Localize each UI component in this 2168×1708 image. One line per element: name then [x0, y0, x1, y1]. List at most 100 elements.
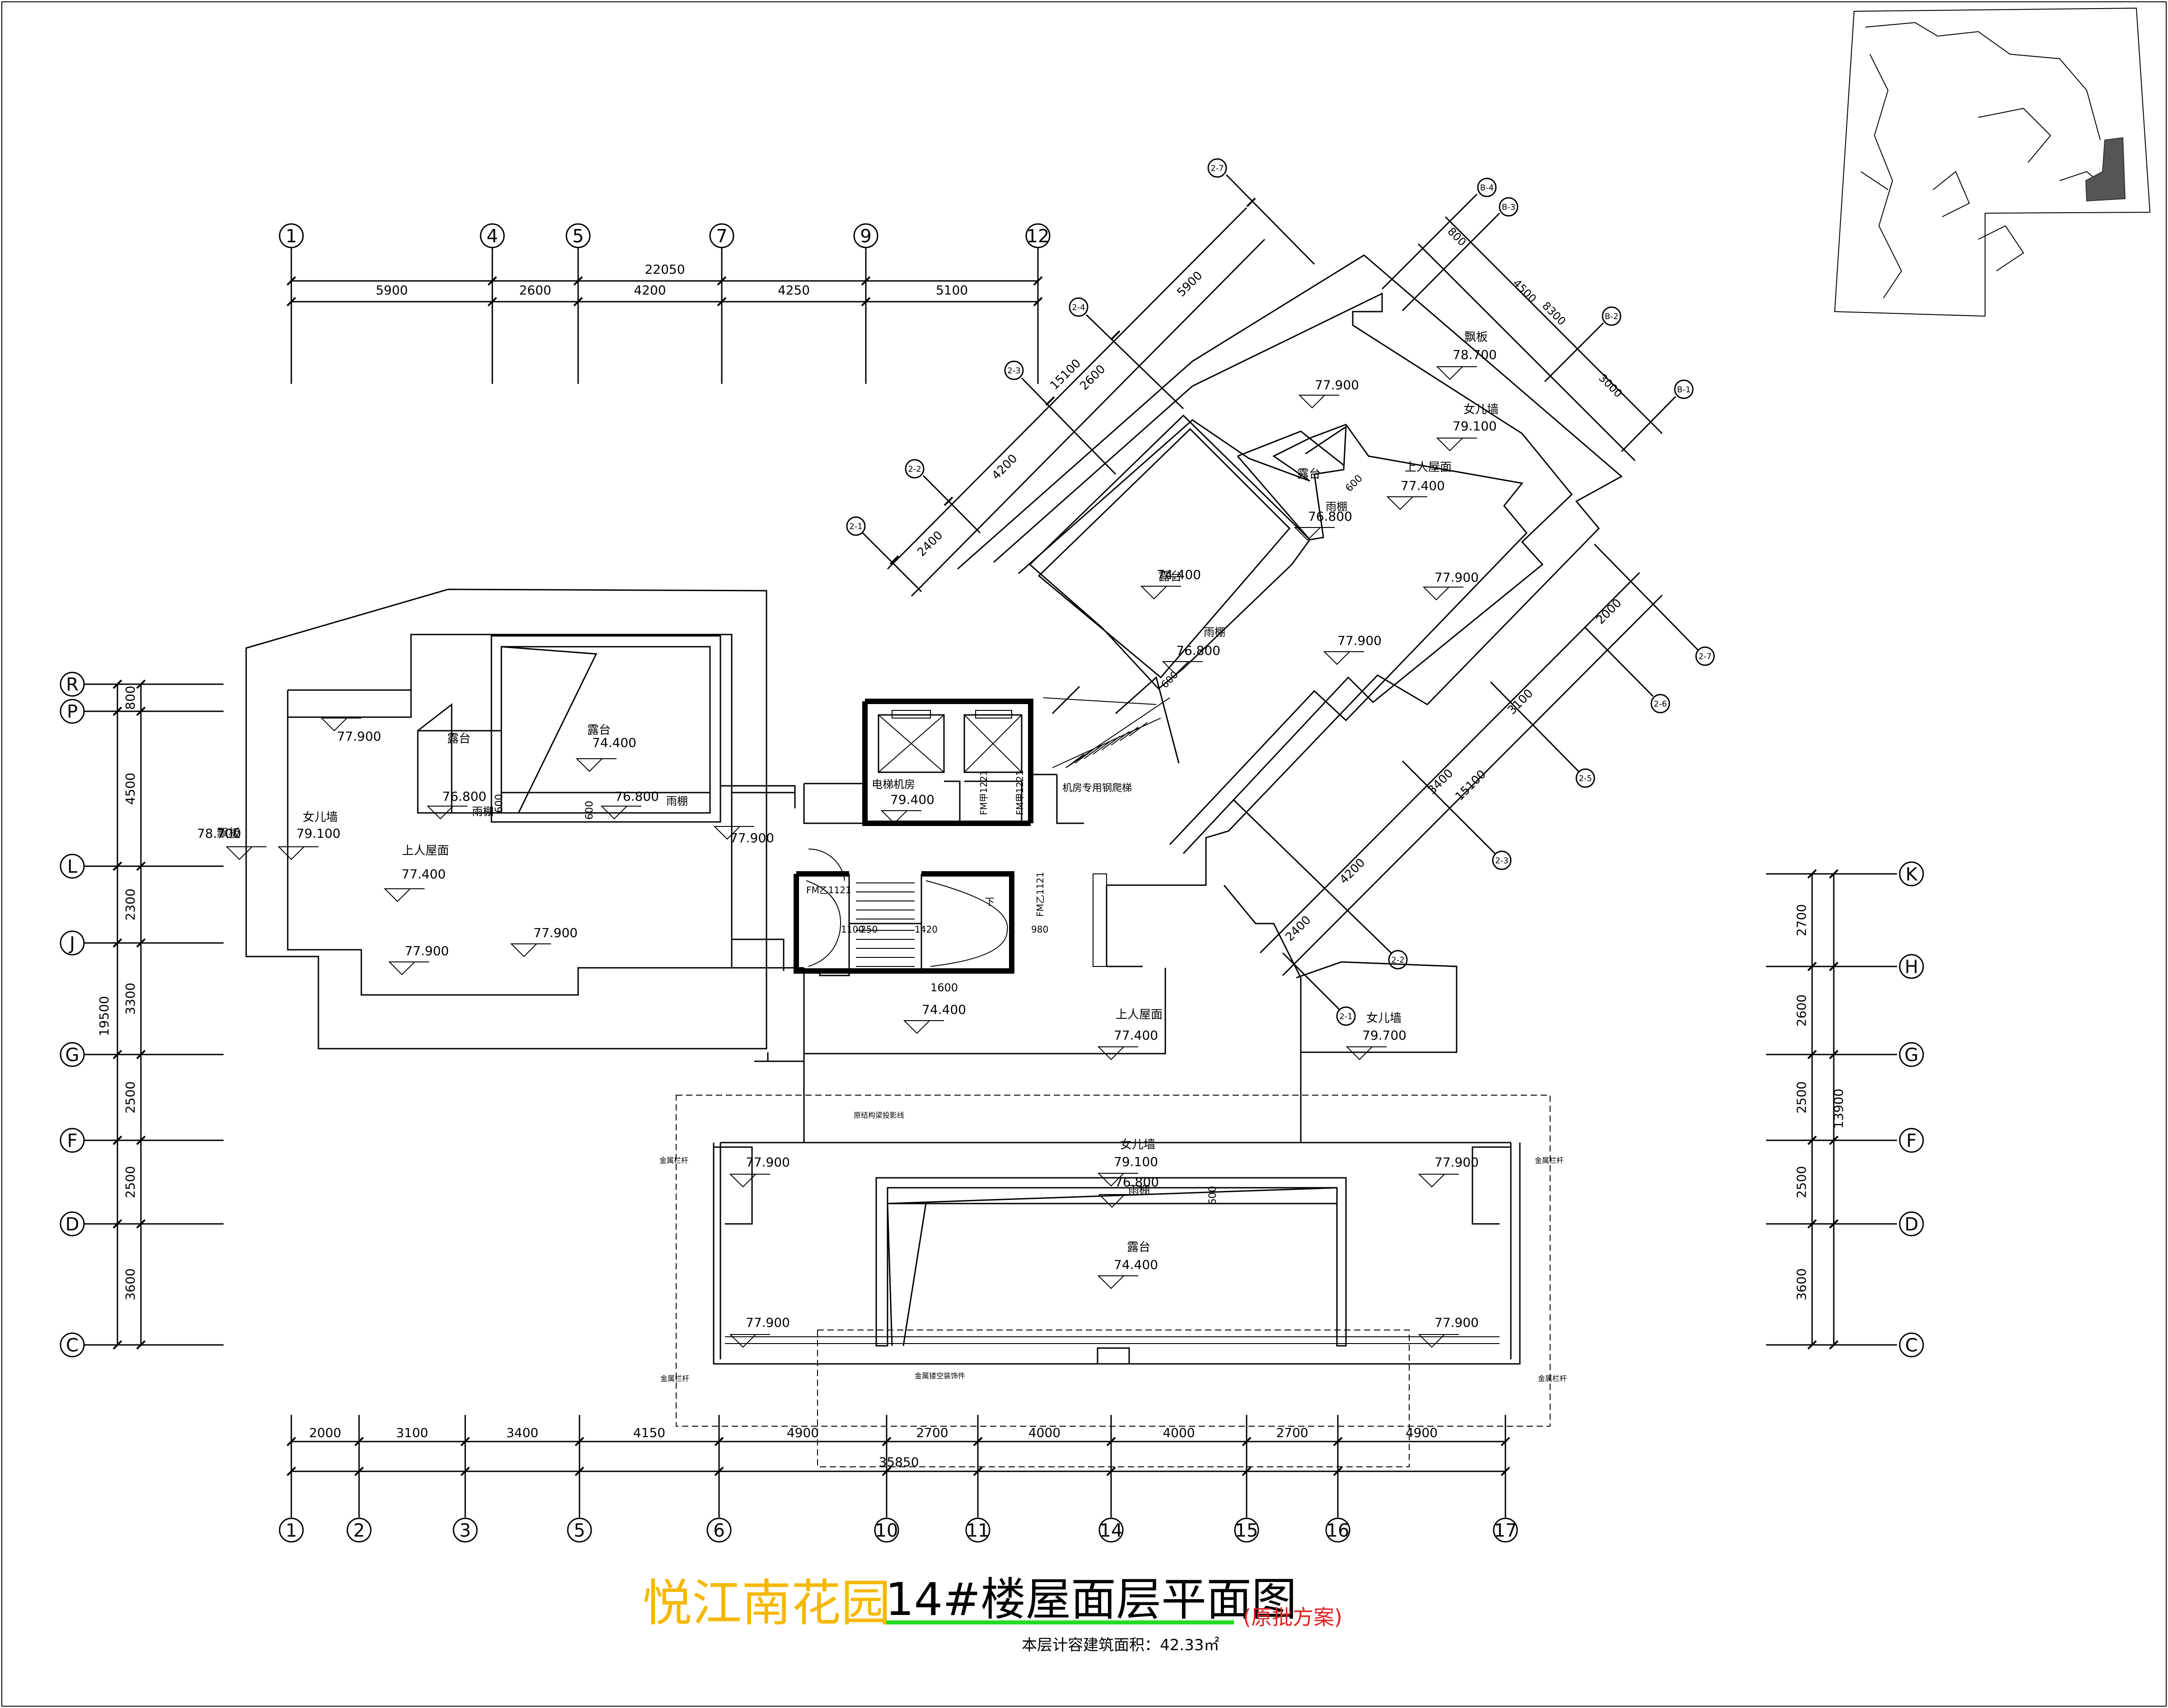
rot-b-line-3 — [1621, 396, 1677, 453]
elevation-15: 77.900 — [1315, 378, 1359, 392]
dim-600-ne1: 600 — [1344, 473, 1365, 494]
dim-tick — [112, 706, 122, 716]
elevation-marker-20 — [1323, 651, 1351, 665]
right-axis-bubble-5-label: C — [1905, 1335, 1918, 1356]
label-lan-gan-3: 金属栏杆 — [660, 1374, 689, 1383]
rot-low-dim-0: 2000 — [1593, 596, 1624, 627]
elevation-marker-6 — [277, 846, 305, 860]
right-dim-span-4: 3600 — [1794, 1268, 1809, 1300]
rot-low-axis-bubble-3-label: 2-3 — [1495, 856, 1508, 865]
elevation-marker-13 — [1436, 438, 1464, 452]
dim-tick — [1033, 297, 1043, 307]
elevation-0: 77.900 — [337, 729, 381, 744]
dim-tick — [1829, 1050, 1839, 1059]
label-shang-ren-w: 上人屋面 — [402, 844, 449, 858]
dim-tick — [1500, 1466, 1510, 1476]
rot-axis-line-27 — [1225, 174, 1315, 265]
rot-axis-bubble-2 — [1004, 360, 1024, 380]
left-axis-bubble-0 — [60, 672, 85, 697]
title-underline — [886, 1620, 1234, 1624]
label-yu-peng-w2: 雨棚 — [666, 795, 688, 807]
left-axis-bubble-6-label: D — [65, 1214, 79, 1235]
dim-tick — [714, 1466, 724, 1476]
dim-tick — [487, 297, 497, 307]
dim-tick — [1106, 1466, 1116, 1476]
dim-tick — [973, 1466, 983, 1476]
elevation-marker-25 — [1097, 1275, 1125, 1289]
elevation-19: 77.900 — [1434, 570, 1479, 585]
label-lu-tai-ne1: 露台 — [1297, 467, 1321, 481]
top-axis-bubble-0 — [279, 223, 304, 248]
label-yu-peng-s: 雨棚 — [1128, 1184, 1150, 1196]
dim-tick — [112, 861, 122, 871]
elevation-11: 74.400 — [922, 1002, 966, 1017]
rot-low-axis-bubble-0-label: 2-7 — [1698, 652, 1711, 661]
dim-tick — [573, 276, 583, 286]
elevation-marker-15 — [1298, 395, 1326, 409]
left-axis-bubble-2-label: L — [67, 856, 78, 877]
bottom-dim-span-8: 2700 — [1276, 1425, 1308, 1440]
dim-tick — [575, 1466, 584, 1476]
right-axis-bubble-3-label: F — [1906, 1130, 1916, 1151]
elevation-marker-19 — [1422, 587, 1450, 601]
dim-tick — [112, 1340, 122, 1350]
left-axis-bubble-2 — [60, 854, 85, 879]
dim-250: 250 — [860, 924, 878, 935]
dim-tick — [882, 1466, 892, 1476]
dim-tick — [717, 297, 727, 307]
label-lan-gan-2: 金属栏杆 — [1535, 1156, 1564, 1165]
dim-tick — [286, 276, 296, 286]
rot-low-total: 15100 — [1453, 767, 1489, 803]
rot-axis-bubble-4-label: 2-1 — [849, 522, 862, 531]
bottom-dim-span-7: 4000 — [1163, 1425, 1195, 1440]
rot-right-total: 8300 — [1540, 299, 1568, 328]
dim-tick — [717, 276, 727, 286]
dim-tick — [286, 297, 296, 307]
dim-tick — [136, 1340, 146, 1350]
dim-tick — [136, 1135, 146, 1145]
bottom-axis-bubble-2-label: 3 — [459, 1520, 471, 1541]
left-axis-bubble-7-label: C — [66, 1335, 79, 1356]
elevation-marker-8 — [388, 961, 416, 975]
bottom-dim-span-2: 3400 — [506, 1425, 538, 1440]
bottom-axis-bubble-10 — [1493, 1517, 1518, 1543]
label-dian-ti-ji-fang: 电梯机房 — [872, 778, 915, 791]
top-axis-bubble-4 — [853, 223, 878, 248]
label-fm-left: FM乙1121 — [806, 885, 851, 896]
elevation-18: 76.800 — [1176, 643, 1220, 658]
bottom-axis-bubble-9 — [1325, 1517, 1350, 1543]
dim-600-s: 600 — [1207, 1186, 1219, 1205]
label-piao-ban-ne: 飘板 — [1464, 331, 1488, 344]
label-yu-peng-ne2: 雨棚 — [1204, 626, 1225, 639]
dim-tick — [1829, 869, 1839, 879]
elevation-14: 77.400 — [1401, 478, 1445, 493]
left-axis-bubble-1 — [60, 699, 85, 724]
dim-tick — [1242, 1437, 1252, 1447]
rot-axis-line-24 — [1085, 314, 1184, 410]
rot-b-axis-bubble-3 — [1674, 379, 1694, 399]
left-axis-bubble-6 — [60, 1211, 85, 1237]
label-nv-er-qiang-s2: 女儿墙 — [1120, 1138, 1155, 1152]
label-shang-ren-s: 上人屋面 — [1116, 1008, 1163, 1022]
dim-600-w1: 600 — [494, 794, 505, 813]
right-dim-span-0: 2700 — [1794, 904, 1809, 936]
label-fm-right: FM乙1121 — [1035, 872, 1046, 917]
elevation-28: 77.900 — [746, 1315, 790, 1330]
dim-tick — [112, 938, 122, 948]
rot-right-dim-line — [1444, 216, 1663, 434]
rot-right-dim-0: 800 — [1445, 225, 1469, 248]
top-axis-bubble-5-label: 12 — [1027, 226, 1050, 247]
right-axis-bubble-5 — [1899, 1332, 1924, 1358]
top-axis-bubble-2 — [565, 223, 591, 248]
bottom-axis-bubble-1-label: 2 — [353, 1520, 364, 1541]
rot-upper-dim-0: 5900 — [1174, 269, 1205, 299]
right-axis-bubble-1 — [1899, 954, 1924, 979]
rot-low-total-line — [1259, 572, 1640, 954]
elevation-17: 74.400 — [1157, 567, 1201, 582]
west-wing — [245, 588, 804, 1050]
dim-tick — [1829, 1340, 1839, 1350]
dim-tick — [1111, 330, 1121, 340]
rot-low-axis-bubble-1 — [1650, 694, 1670, 714]
rot-axis-bubble-0 — [1207, 158, 1227, 178]
left-axis-bubble-4 — [60, 1042, 85, 1067]
